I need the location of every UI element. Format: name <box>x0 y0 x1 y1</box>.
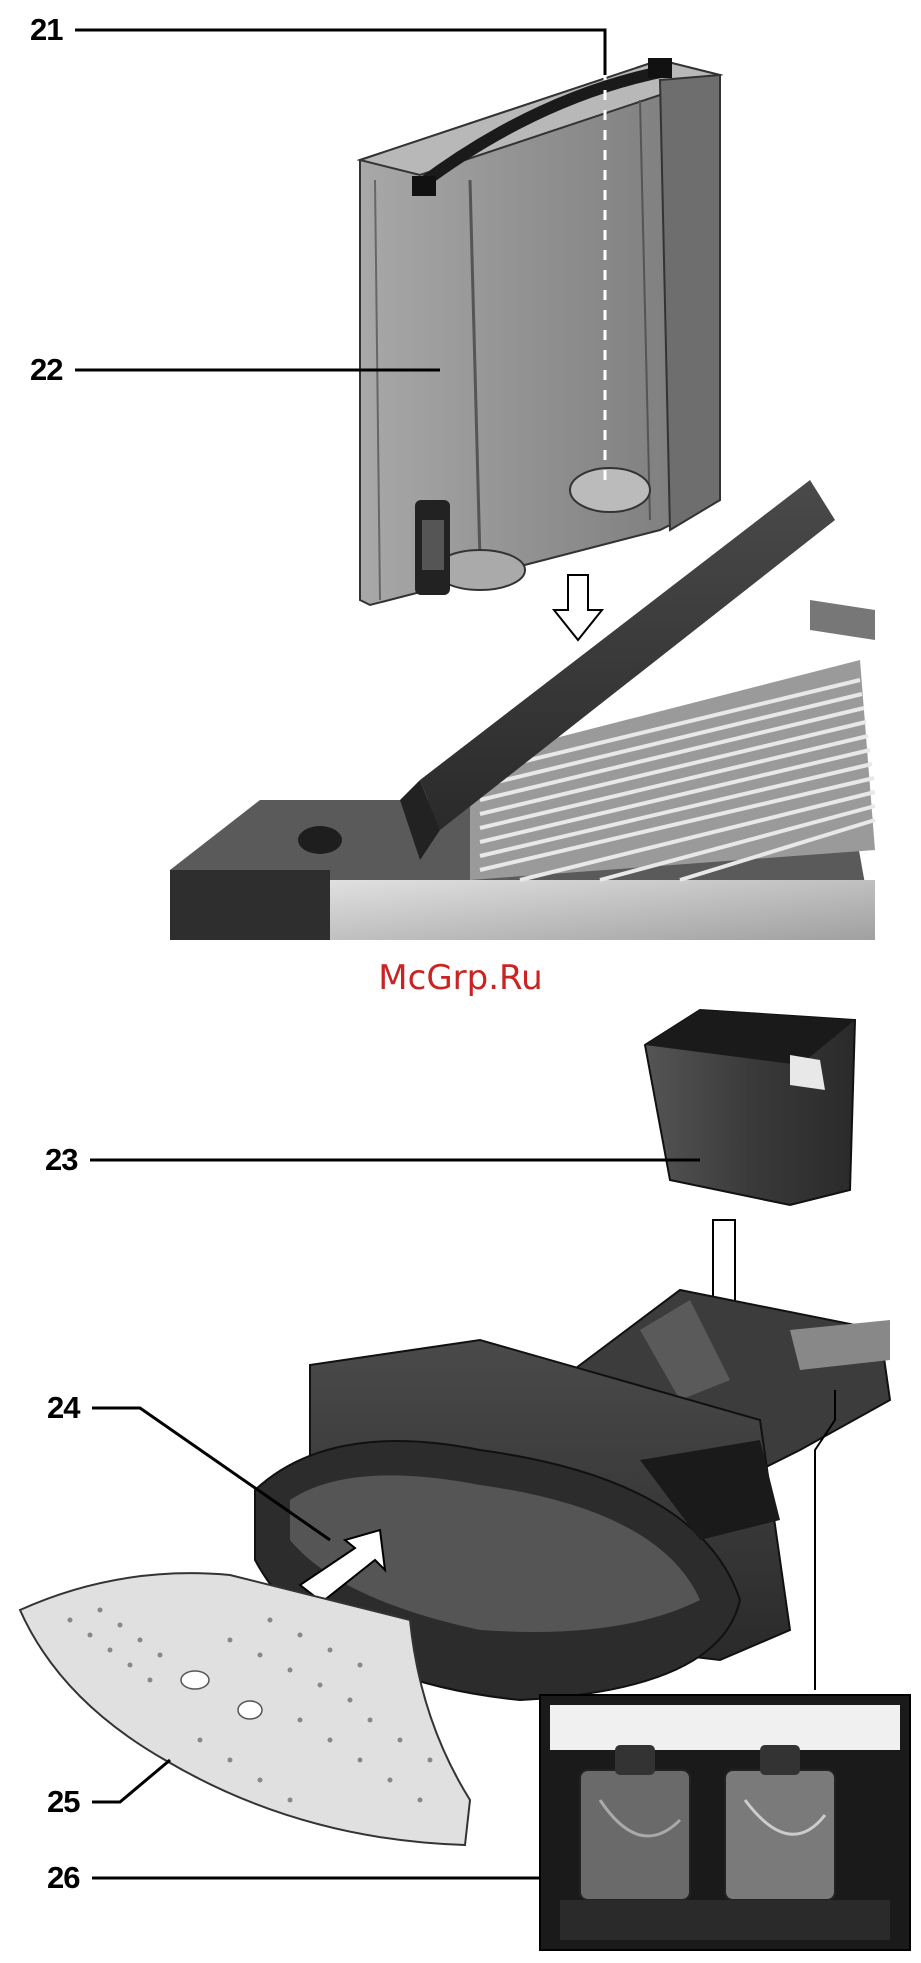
callout-23: 23 <box>45 1142 77 1178</box>
grounds-container <box>645 1010 855 1205</box>
callout-24: 24 <box>47 1390 79 1426</box>
water-tank <box>360 60 720 605</box>
callout-21: 21 <box>30 12 62 48</box>
insertion-arrow-down <box>554 575 602 640</box>
callout-26: 26 <box>47 1860 79 1896</box>
detail-inset <box>540 1695 910 1950</box>
callout-25: 25 <box>47 1784 79 1820</box>
leader-line-21 <box>75 30 605 75</box>
callout-22: 22 <box>30 352 62 388</box>
leader-line-25 <box>92 1760 170 1802</box>
watermark-text: McGrp.Ru <box>0 958 921 998</box>
